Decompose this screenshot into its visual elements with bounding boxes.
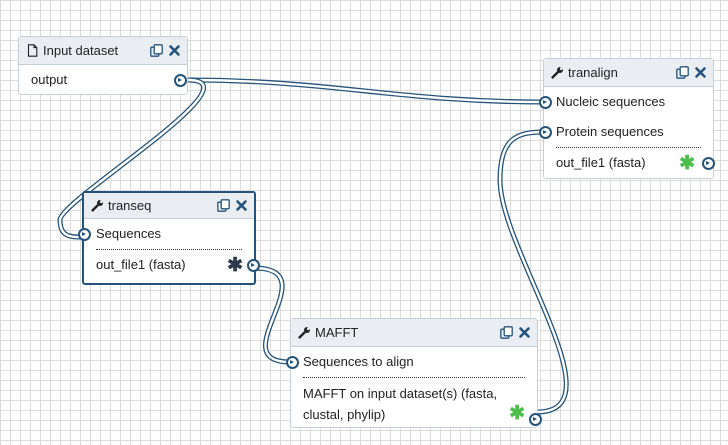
- wire-transeq-to-mafft[interactable]: [251, 265, 293, 365]
- output-terminal-row: output: [31, 65, 187, 95]
- input-label-nucleic: Nucleic sequences: [556, 94, 666, 109]
- output-terminal[interactable]: [174, 74, 187, 87]
- asterisk-icon[interactable]: ✱: [509, 403, 525, 424]
- output-terminal[interactable]: [247, 259, 260, 272]
- node-mafft[interactable]: MAFFT Sequences to align MAFFT on input …: [286, 318, 542, 431]
- output-label: MAFFT on input dataset(s) (fasta, clusta…: [303, 386, 498, 422]
- input-terminal[interactable]: [539, 126, 552, 139]
- input-terminal-row: Protein sequences: [539, 117, 701, 147]
- node-title: Input dataset: [43, 43, 119, 58]
- output-terminal-row: MAFFT on input dataset(s) (fasta, clusta…: [303, 377, 542, 431]
- wrench-icon: [298, 327, 310, 339]
- asterisk-icon[interactable]: ✱: [227, 255, 243, 276]
- output-terminal-row: out_file1 (fasta) ✱: [96, 249, 260, 280]
- input-terminal[interactable]: [539, 96, 552, 109]
- node-tranalign[interactable]: tranalign Nucleic sequences Protein sequ…: [539, 58, 715, 179]
- input-terminal-row: Nucleic sequences: [539, 87, 701, 117]
- node-header[interactable]: MAFFT: [291, 319, 537, 347]
- input-terminal-row: Sequences: [78, 219, 242, 249]
- input-label-sequences-to-align: Sequences to align: [303, 354, 414, 369]
- output-label: output: [31, 72, 68, 87]
- wrench-icon: [91, 200, 103, 212]
- node-input-dataset[interactable]: Input dataset output: [18, 36, 188, 95]
- close-icon[interactable]: [518, 326, 531, 339]
- copy-icon[interactable]: [217, 199, 230, 212]
- input-label-sequences: Sequences: [96, 226, 162, 241]
- output-terminal[interactable]: [529, 413, 542, 426]
- node-title: transeq: [108, 198, 152, 213]
- output-label: out_file1 (fasta): [96, 257, 186, 272]
- asterisk-icon[interactable]: ✱: [679, 153, 695, 174]
- close-icon[interactable]: [235, 199, 248, 212]
- copy-icon[interactable]: [150, 44, 163, 57]
- copy-icon[interactable]: [676, 66, 689, 79]
- wrench-icon: [551, 67, 563, 79]
- input-terminal[interactable]: [78, 228, 91, 241]
- output-label: out_file1 (fasta): [556, 155, 646, 170]
- node-title: MAFFT: [315, 325, 359, 340]
- node-header[interactable]: transeq: [84, 193, 254, 219]
- copy-icon[interactable]: [500, 326, 513, 339]
- input-terminal-row: Sequences to align: [286, 347, 525, 377]
- node-transeq[interactable]: transeq Sequences out_file1 (fasta) ✱: [78, 191, 260, 285]
- node-header[interactable]: tranalign: [544, 59, 713, 87]
- input-terminal[interactable]: [286, 356, 299, 369]
- output-terminal-row: out_file1 (fasta) ✱: [556, 147, 715, 178]
- node-header[interactable]: Input dataset: [19, 37, 187, 65]
- input-label-protein: Protein sequences: [556, 124, 664, 139]
- file-icon: [27, 44, 38, 57]
- output-terminal[interactable]: [702, 157, 715, 170]
- close-icon[interactable]: [694, 66, 707, 79]
- node-title: tranalign: [568, 65, 618, 80]
- close-icon[interactable]: [168, 44, 181, 57]
